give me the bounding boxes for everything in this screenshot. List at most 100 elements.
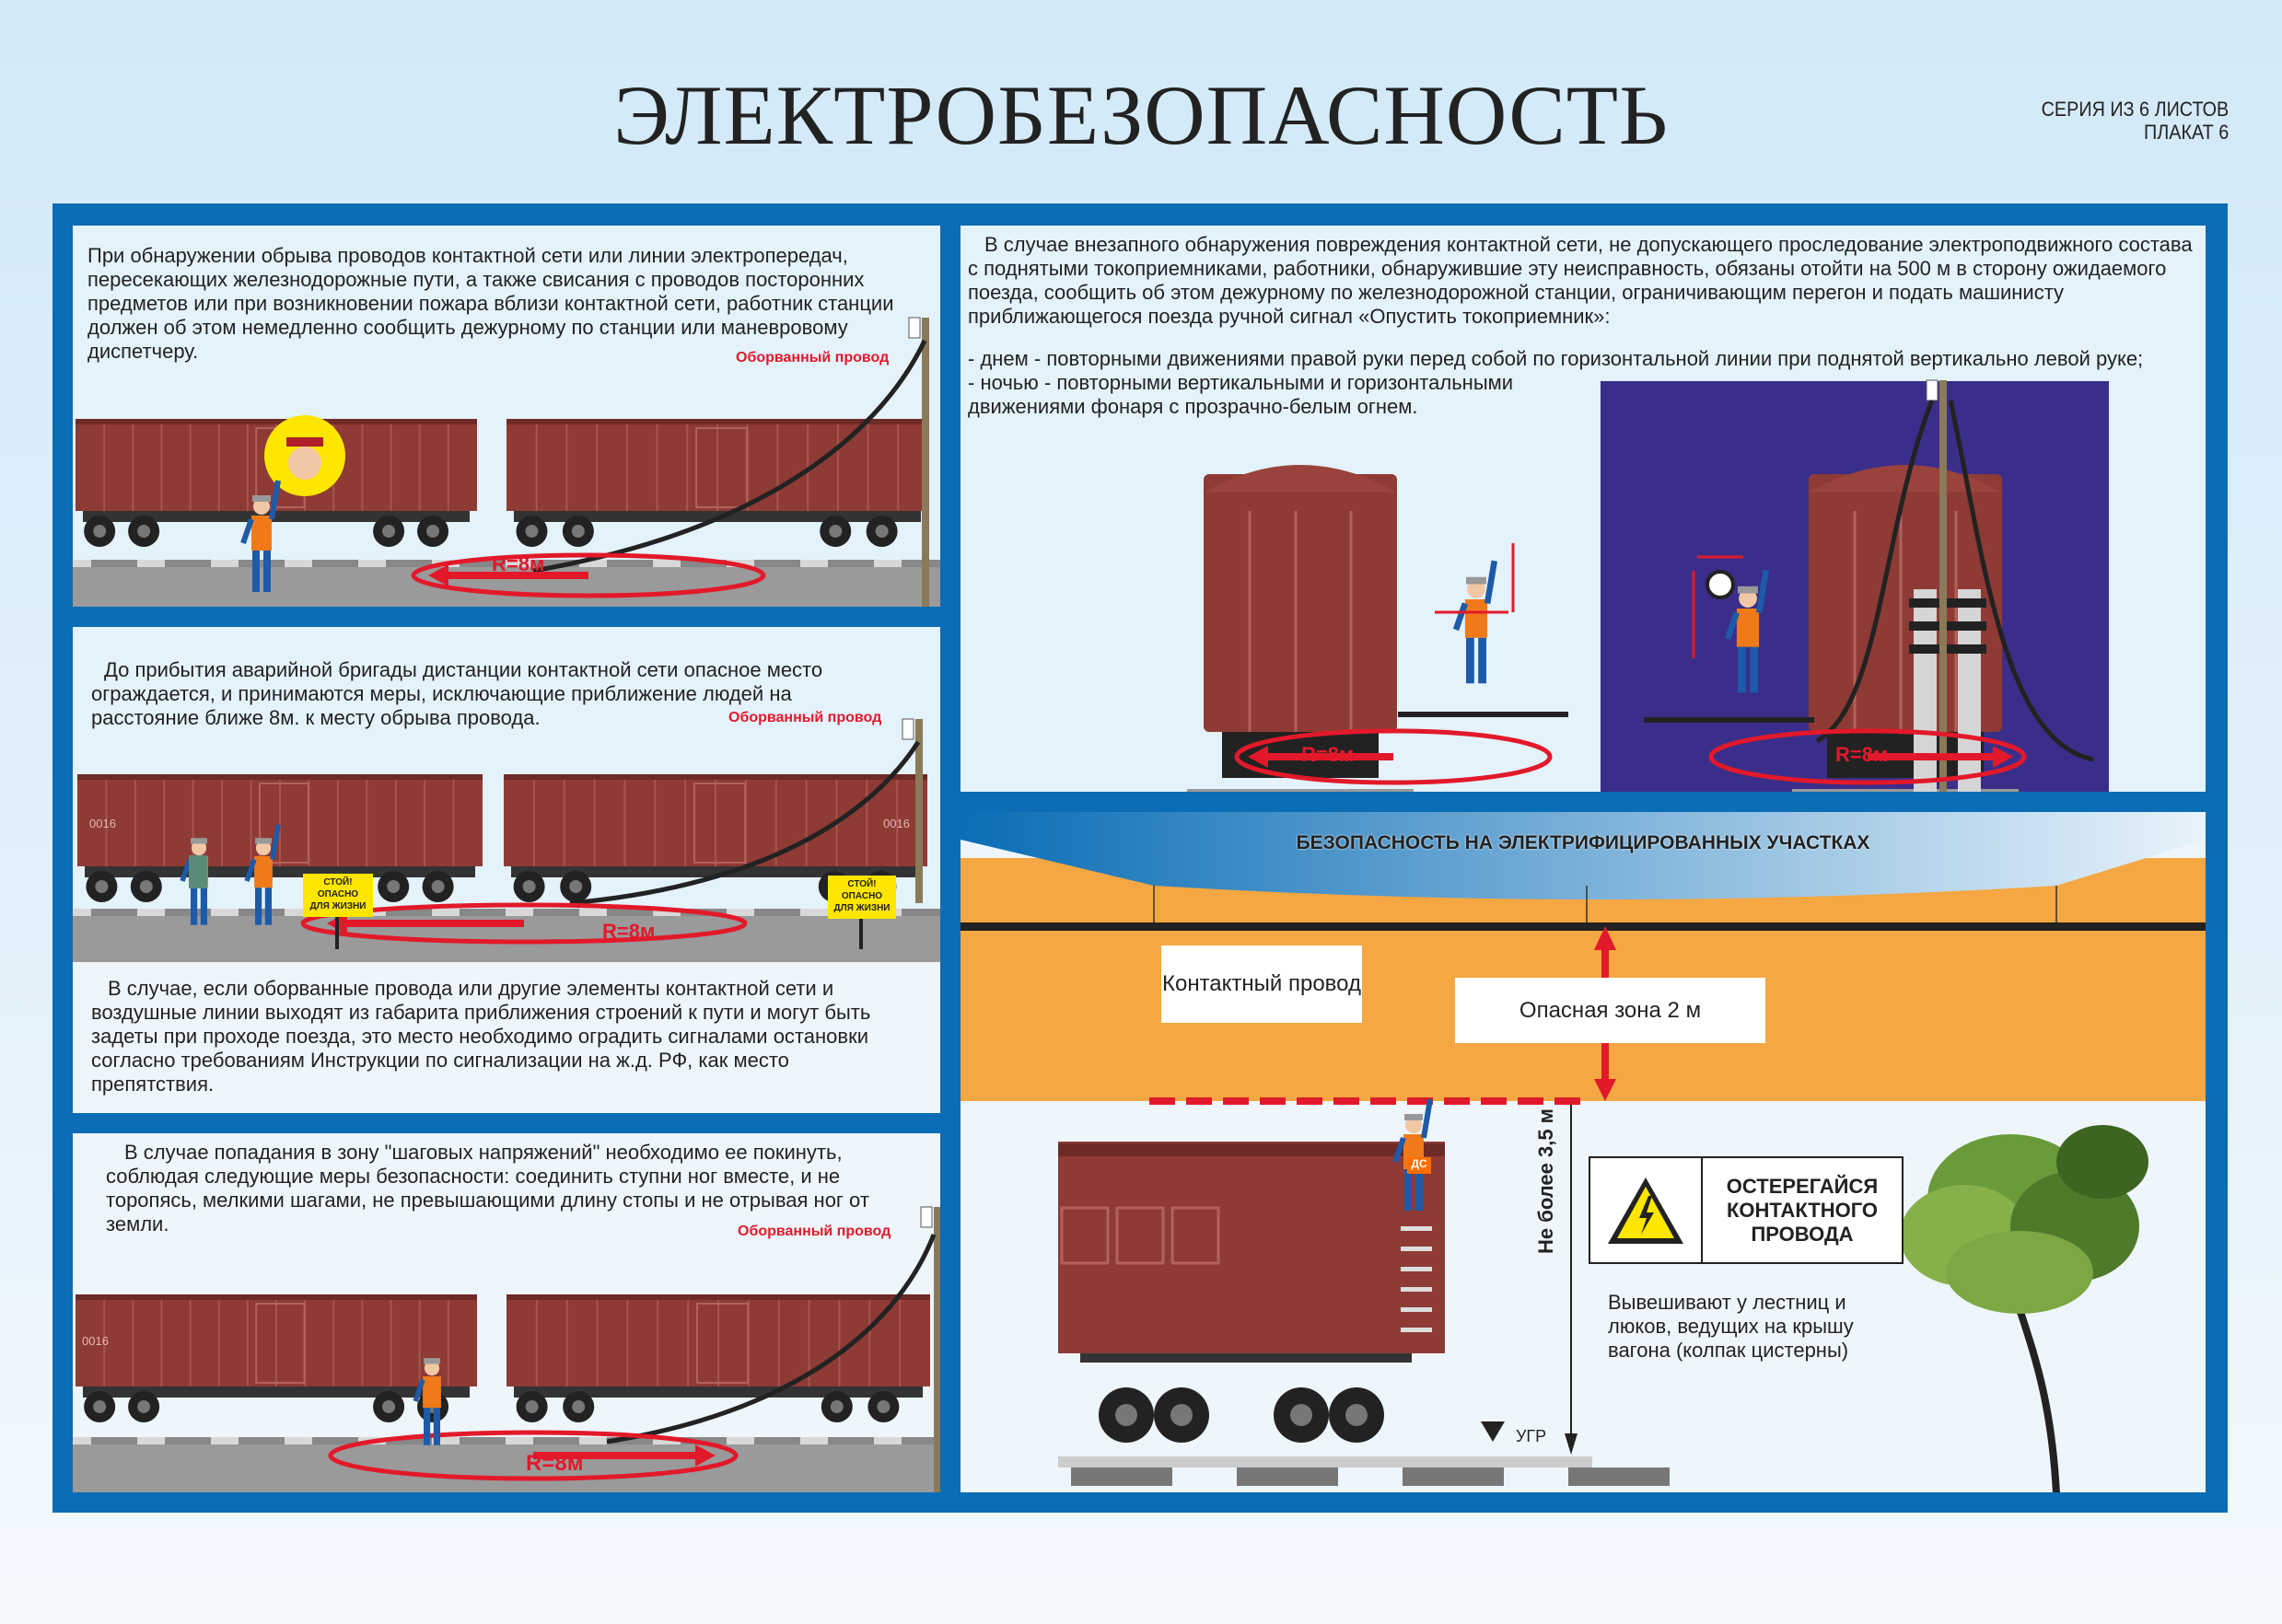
broken-wire-label: Оборванный провод xyxy=(736,350,890,365)
boxcar-frame xyxy=(83,1386,470,1398)
wheel-hub xyxy=(137,525,151,538)
wheel-hub xyxy=(426,525,440,538)
banner-background xyxy=(961,812,2206,899)
catenary-pole xyxy=(934,1207,940,1492)
sleeper xyxy=(386,560,432,567)
panel-text: В случае, если оборванные провода или др… xyxy=(91,977,871,1096)
panel-hand-signal: В случае внезапного обнаружения поврежде… xyxy=(961,226,2206,792)
pole-bracket xyxy=(1909,621,1986,631)
wagon-number: 0016 xyxy=(82,1334,109,1348)
danger-radius-circle xyxy=(411,552,766,598)
sleeper xyxy=(1403,1467,1504,1486)
sleeper xyxy=(902,560,940,567)
wheel-hub xyxy=(525,525,539,538)
poster-number: ПЛАКАТ 6 xyxy=(2143,121,2229,144)
insulator-icon xyxy=(908,317,921,339)
boxcar-side-view xyxy=(1058,1142,1445,1353)
broken-wire-label: Оборванный провод xyxy=(728,710,882,725)
sleeper xyxy=(386,909,432,916)
wagon-roof xyxy=(1204,465,1397,493)
sleeper xyxy=(386,1437,432,1444)
worker-head xyxy=(1405,1117,1422,1133)
ugr-marker-icon xyxy=(1481,1421,1505,1442)
sleeper xyxy=(902,909,940,916)
sleeper xyxy=(828,1437,874,1444)
sleeper xyxy=(460,560,506,567)
radius-arrowhead xyxy=(695,1444,716,1467)
rail-platform xyxy=(1187,789,1414,792)
worker-arm xyxy=(244,858,257,882)
sign-line: ПРОВОДА xyxy=(1751,1222,1854,1246)
sleeper xyxy=(312,560,358,567)
sleeper xyxy=(533,909,579,916)
radius-arrowhead xyxy=(428,564,448,586)
worker-cap xyxy=(252,495,271,502)
boxcar-door xyxy=(255,1303,306,1384)
panel-text: До прибытия аварийной бригады дистанции … xyxy=(91,658,823,729)
panel-step-voltage: В случае попадания в зону "шаговых напря… xyxy=(73,1133,940,1492)
danger-radius-circle xyxy=(328,1430,739,1481)
worker-arm xyxy=(1484,560,1498,604)
gravel xyxy=(73,1444,940,1492)
high-voltage-icon xyxy=(1590,1158,1703,1262)
radius-label: R=8м xyxy=(602,920,656,943)
sleeper xyxy=(607,560,653,567)
insulator-icon xyxy=(920,1206,933,1228)
ground-line xyxy=(1644,717,1814,723)
sleeper xyxy=(533,1437,579,1444)
worker-cap xyxy=(424,1358,440,1364)
ugr-label: УГР xyxy=(1516,1427,1547,1445)
sleeper xyxy=(460,909,506,916)
panel-broken-wire-report: При обнаружении обрыва проводов контактн… xyxy=(73,226,940,607)
radius-label: R=8м xyxy=(492,552,545,575)
text-background xyxy=(73,962,940,1113)
panel-text: В случае попадания в зону "шаговых напря… xyxy=(106,1141,869,1235)
ladder-rung xyxy=(1401,1307,1432,1312)
wheel-hub xyxy=(93,525,107,538)
dispatcher-face xyxy=(288,447,321,480)
tree-foliage xyxy=(1946,1231,2093,1314)
worker-arm xyxy=(269,480,281,520)
sign-text: ДЛЯ ЖИЗНИ xyxy=(833,903,891,913)
arrowhead xyxy=(1594,1079,1616,1101)
worker-leg xyxy=(1466,637,1474,684)
ladder-rung xyxy=(1401,1226,1432,1231)
sleeper xyxy=(91,560,137,567)
wheel-hub xyxy=(1345,1404,1368,1426)
ladder-rung xyxy=(1401,1328,1432,1332)
sign-text: ОСТЕРЕГАЙСЯ КОНТАКТНОГО ПРОВОДА xyxy=(1703,1158,1902,1262)
boxcar-roof xyxy=(1058,1143,1445,1156)
rail-platform xyxy=(1792,789,2019,792)
pole-base xyxy=(1958,589,1981,792)
ladder-rung xyxy=(1401,1267,1432,1271)
boxcar-frame xyxy=(511,866,920,877)
catenary-pole xyxy=(1939,380,1947,792)
worker-cap xyxy=(1738,586,1758,594)
arrowhead xyxy=(1594,926,1616,950)
worker-leg xyxy=(433,1408,440,1445)
worker-arm xyxy=(180,858,192,882)
wheel-hub xyxy=(382,525,396,538)
tree-foliage xyxy=(2056,1125,2148,1199)
danger-zone-label: Опасная зона 2 м xyxy=(1455,978,1765,1043)
rail-bed xyxy=(73,909,940,916)
train-scene xyxy=(73,1206,940,1492)
worker-arm xyxy=(1724,611,1741,641)
wheel-hub xyxy=(431,880,445,893)
section-banner: БЕЗОПАСНОСТЬ НА ЭЛЕКТРИФИЦИРОВАННЫХ УЧАС… xyxy=(1296,832,1870,853)
insulator-icon xyxy=(902,718,914,740)
worker-vest xyxy=(1464,599,1488,638)
worker-vest xyxy=(251,516,272,551)
worker-head xyxy=(1739,589,1757,608)
sign-line: ОСТЕРЕГАЙСЯ xyxy=(1726,1174,1879,1198)
boxcar-door xyxy=(693,783,747,864)
sleeper xyxy=(460,1437,506,1444)
sign-text: СТОЙ! xyxy=(323,877,353,887)
sleeper xyxy=(165,560,211,567)
tree-trunk xyxy=(2016,1307,2060,1492)
broken-wire xyxy=(1815,400,1935,744)
boxcar-frame xyxy=(1080,1353,1412,1363)
worker-arm xyxy=(270,824,281,861)
boxcar-roof xyxy=(77,774,483,780)
